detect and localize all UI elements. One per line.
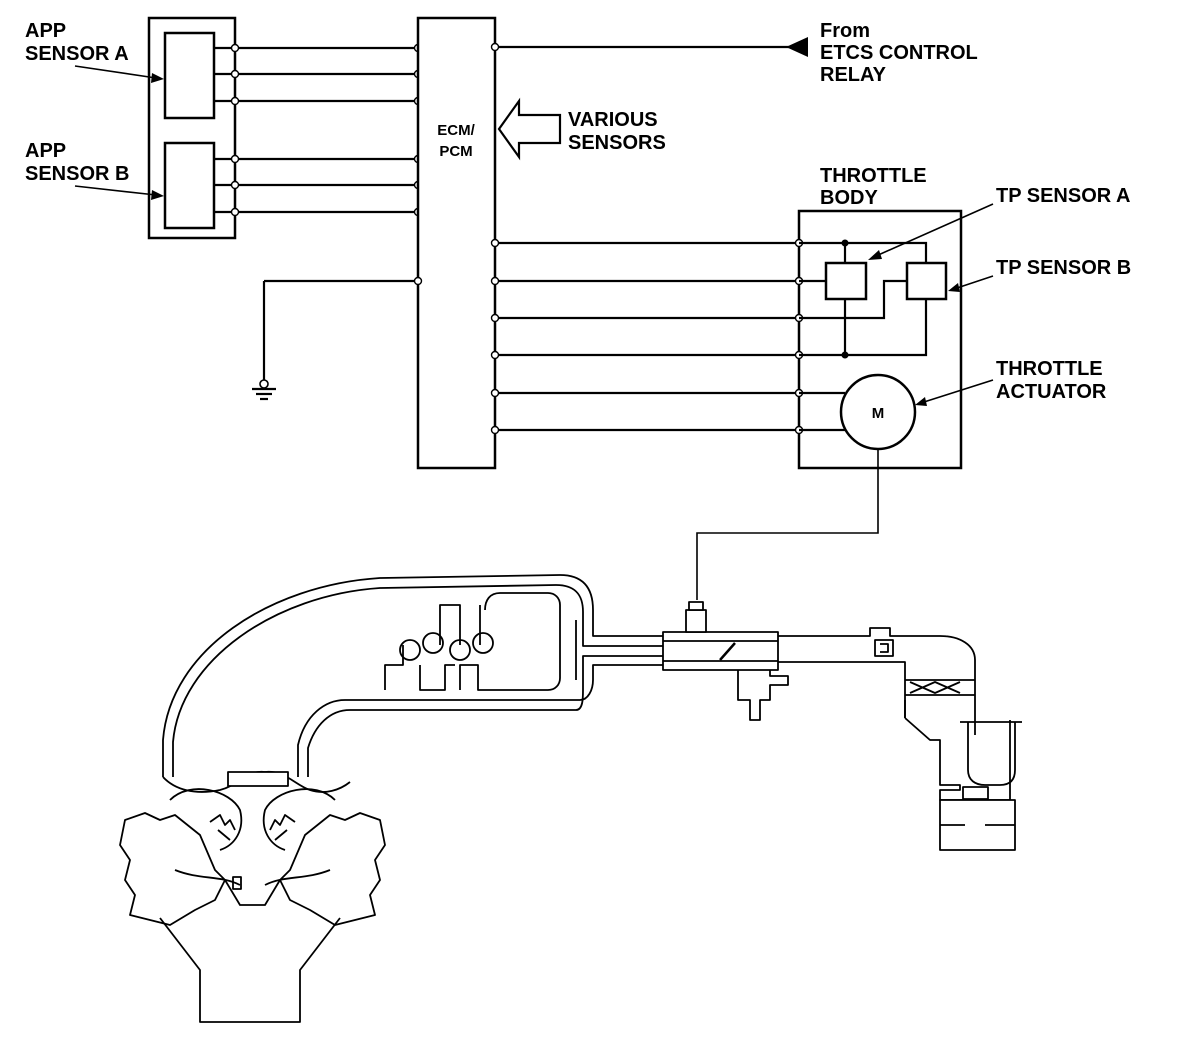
- svg-text:From: From: [820, 20, 870, 42]
- tp-sensor-b-label: TP SENSOR B: [948, 257, 1131, 292]
- app-sensor-module: [147, 16, 237, 240]
- ecm-label: ECM/: [437, 122, 475, 139]
- svg-text:RELAY: RELAY: [820, 64, 887, 86]
- svg-text:THROTTLE: THROTTLE: [820, 165, 927, 187]
- svg-text:SENSORS: SENSORS: [568, 132, 666, 154]
- svg-text:ACTUATOR: ACTUATOR: [996, 381, 1107, 403]
- svg-text:TP SENSOR B: TP SENSOR B: [996, 257, 1131, 279]
- svg-text:SENSOR B: SENSOR B: [25, 163, 129, 185]
- svg-text:TP SENSOR A: TP SENSOR A: [996, 185, 1130, 207]
- various-sensors-input: VARIOUS SENSORS: [497, 97, 666, 161]
- ground-connection: [252, 276, 423, 401]
- svg-text:SENSOR A: SENSOR A: [25, 43, 129, 65]
- tp-sensor-a-label: TP SENSOR A: [868, 185, 1130, 260]
- throttle-motor: M: [839, 373, 917, 451]
- app-terminals: [230, 43, 423, 217]
- motor-label: M: [872, 405, 885, 422]
- svg-text:BODY: BODY: [820, 187, 878, 209]
- ecm-pcm-unit: ECM/ PCM: [416, 16, 497, 470]
- app-sensor-a-label: APP SENSOR A: [25, 20, 164, 83]
- hollow-arrow-left-icon: [497, 97, 562, 161]
- throttle-actuator-label: THROTTLE ACTUATOR: [915, 358, 1107, 406]
- app-sensor-a-box: [163, 31, 216, 120]
- svg-text:APP: APP: [25, 140, 66, 162]
- app-sensor-b-label: APP SENSOR B: [25, 140, 164, 200]
- ground-icon: [252, 379, 276, 401]
- svg-text:ETCS CONTROL: ETCS CONTROL: [820, 42, 978, 64]
- ecm-right-terminals: [490, 238, 804, 435]
- engine-intake-illustration: [119, 574, 1022, 1023]
- app-ecm-wires: [214, 43, 423, 217]
- svg-text:APP: APP: [25, 20, 66, 42]
- actuator-linkage-line: [696, 449, 879, 600]
- tp-sensor-b-box: [905, 261, 948, 301]
- throttle-body: THROTTLE BODY: [490, 165, 963, 470]
- svg-text:THROTTLE: THROTTLE: [996, 358, 1103, 380]
- etcs-relay-input: From ETCS CONTROL RELAY: [490, 20, 978, 86]
- tp-sensor-a-box: [824, 261, 868, 301]
- svg-text:VARIOUS: VARIOUS: [568, 109, 658, 131]
- pcm-label: PCM: [439, 143, 472, 160]
- arrow-left-icon: [786, 37, 808, 57]
- app-sensor-b-box: [163, 141, 216, 230]
